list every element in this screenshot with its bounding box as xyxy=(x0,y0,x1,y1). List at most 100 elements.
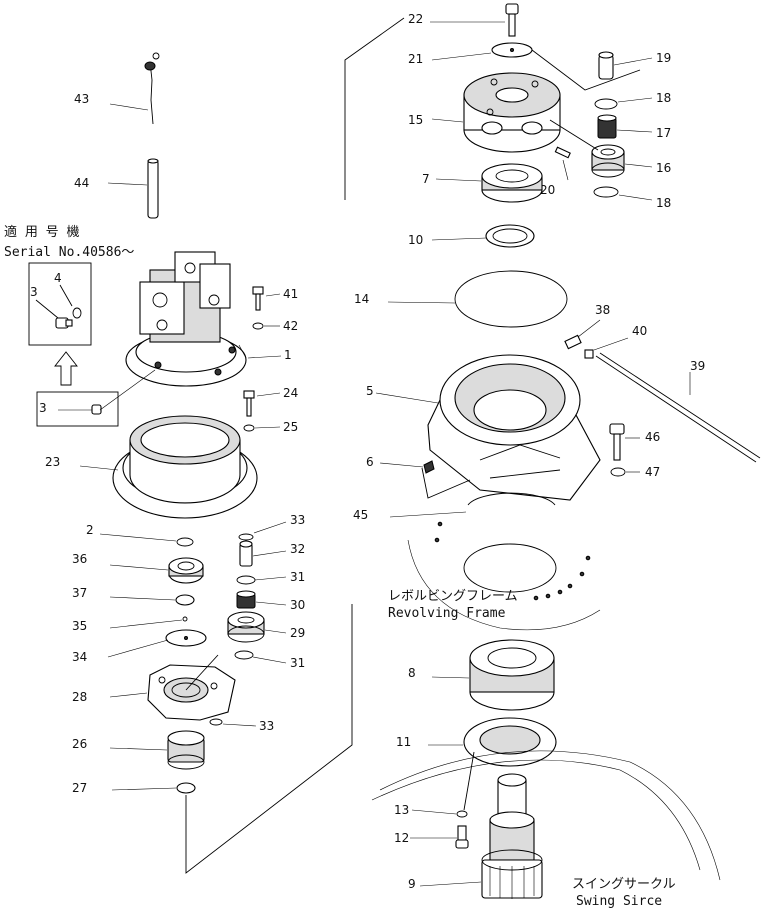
circle-label-en: Swing Sirce xyxy=(576,894,662,909)
callout-35: 35 xyxy=(72,619,87,633)
serial-note-title: 適 用 号 機 xyxy=(4,224,79,240)
callout-32: 32 xyxy=(290,542,305,556)
washer-13 xyxy=(456,810,468,818)
plug-inset-box xyxy=(36,391,119,427)
callout-31b: 31 xyxy=(290,656,305,670)
callout-18b: 18 xyxy=(656,196,671,210)
callout-29: 29 xyxy=(290,626,305,640)
callout-26: 26 xyxy=(72,737,87,751)
washer-31a xyxy=(236,575,256,585)
serial-note-number: Serial No.40586～ xyxy=(4,245,134,260)
bolt-22 xyxy=(505,3,519,37)
assembly-leader-upper xyxy=(344,17,405,200)
callout-33b: 33 xyxy=(259,719,274,733)
fitting-38 xyxy=(564,334,582,350)
callout-11: 11 xyxy=(396,735,411,749)
callout-4: 4 xyxy=(54,271,62,285)
washer-31b xyxy=(234,650,254,660)
bearing-36 xyxy=(168,557,204,584)
pin-20 xyxy=(554,146,571,159)
callout-3a: 3 xyxy=(30,285,38,299)
washer-47 xyxy=(610,467,626,477)
callout-15: 15 xyxy=(408,113,423,127)
bolt-12 xyxy=(455,825,469,849)
oring-4 xyxy=(72,307,82,319)
callout-37: 37 xyxy=(72,586,87,600)
cover-11 xyxy=(463,717,557,767)
callout-23: 23 xyxy=(45,455,60,469)
pin-19 xyxy=(598,51,614,80)
bearing-7 xyxy=(481,163,543,203)
callout-22: 22 xyxy=(408,12,423,26)
shim-45 xyxy=(467,492,556,506)
needle-bearing-30 xyxy=(236,590,256,609)
plug-3 xyxy=(55,317,73,329)
frame-label-en: Revolving Frame xyxy=(388,606,506,621)
revolving-frame-5 xyxy=(427,354,601,501)
circle-label-jp: スイングサークル xyxy=(572,877,676,892)
ring-2 xyxy=(176,537,194,547)
callout-47: 47 xyxy=(645,465,660,479)
callout-5: 5 xyxy=(366,384,374,398)
callout-7: 7 xyxy=(422,172,430,186)
callout-25: 25 xyxy=(283,420,298,434)
plug-3-inset xyxy=(91,404,102,415)
sun-gear-26 xyxy=(167,730,205,770)
callout-8: 8 xyxy=(408,666,416,680)
callout-42: 42 xyxy=(283,319,298,333)
shaft-32 xyxy=(239,540,253,567)
bearing-8 xyxy=(469,639,555,711)
carrier-plate-28 xyxy=(147,664,236,721)
bolt-24 xyxy=(243,390,255,417)
callout-46: 46 xyxy=(645,430,660,444)
thrust-washer-18b xyxy=(593,186,619,198)
thrust-washer-18a xyxy=(594,98,618,110)
callout-16: 16 xyxy=(656,161,671,175)
callout-20: 20 xyxy=(540,183,555,197)
callout-43: 43 xyxy=(74,92,89,106)
callout-36: 36 xyxy=(72,552,87,566)
pinion-shaft-9 xyxy=(481,773,543,899)
elbow-40 xyxy=(584,349,594,359)
callout-14: 14 xyxy=(354,292,369,306)
bolt-41 xyxy=(252,286,264,311)
up-arrow xyxy=(54,351,78,386)
washer-42 xyxy=(252,322,264,330)
callout-41: 41 xyxy=(283,287,298,301)
washer-37 xyxy=(175,594,195,606)
callout-24: 24 xyxy=(283,386,298,400)
dipstick-43 xyxy=(144,52,160,125)
callout-31a: 31 xyxy=(290,570,305,584)
needle-bearing-17 xyxy=(597,114,617,139)
callout-33a: 33 xyxy=(290,513,305,527)
swing-motor-1 xyxy=(125,251,247,387)
pipe-39 xyxy=(595,352,761,463)
callout-44: 44 xyxy=(74,176,89,190)
callout-6: 6 xyxy=(366,455,374,469)
assembly-leader-lower xyxy=(185,604,353,874)
callout-34: 34 xyxy=(72,650,87,664)
callout-17: 17 xyxy=(656,126,671,140)
callout-18a: 18 xyxy=(656,91,671,105)
callout-30: 30 xyxy=(290,598,305,612)
planet-gear-16 xyxy=(591,144,625,178)
snap-ring-33a xyxy=(238,533,254,541)
callout-13: 13 xyxy=(394,803,409,817)
callout-28: 28 xyxy=(72,690,87,704)
callout-39: 39 xyxy=(690,359,705,373)
callout-21: 21 xyxy=(408,52,423,66)
level-gauge-pipe-44 xyxy=(147,158,159,219)
callout-2: 2 xyxy=(86,523,94,537)
callout-45: 45 xyxy=(353,508,368,522)
callout-3b: 3 xyxy=(39,401,47,415)
o-ring-14 xyxy=(454,270,568,328)
ball-35 xyxy=(182,616,188,622)
callout-40: 40 xyxy=(632,324,647,338)
washer-25 xyxy=(243,424,255,432)
bolt-46 xyxy=(609,423,625,461)
callout-38: 38 xyxy=(595,303,610,317)
callout-27: 27 xyxy=(72,781,87,795)
planet-gear-29 xyxy=(227,611,265,643)
callout-1: 1 xyxy=(284,348,292,362)
